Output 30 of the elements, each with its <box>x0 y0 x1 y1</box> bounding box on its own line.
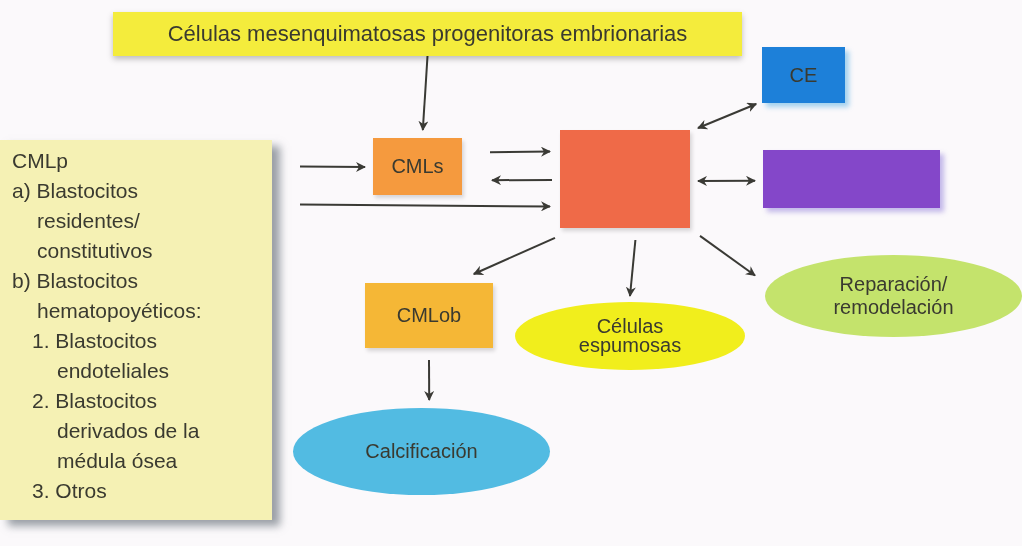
arrow <box>697 175 756 186</box>
arrow <box>418 55 429 131</box>
arrow <box>472 236 556 275</box>
process-box <box>763 150 940 208</box>
title-box <box>113 12 742 56</box>
list-panel <box>0 140 272 520</box>
node-label: CMLs <box>391 155 444 178</box>
list-item: 3. Otros <box>31 478 108 504</box>
process-box <box>762 47 845 103</box>
arrow <box>625 239 637 297</box>
process-box <box>365 283 493 348</box>
arrow <box>424 359 435 401</box>
node-label: Reparación/ remodelación <box>832 273 955 319</box>
node-label: Células espumosas <box>577 317 683 355</box>
arrow <box>697 102 758 130</box>
node-label: Células mesenquimatosas progenitoras embrionarias <box>167 21 688 47</box>
arrow <box>491 175 553 186</box>
arrow <box>489 146 551 157</box>
process-box <box>373 138 462 195</box>
arrow <box>299 162 366 172</box>
process-box <box>560 130 690 228</box>
list-heading: CMLp <box>12 148 69 174</box>
node-label: CE <box>789 63 818 87</box>
list-item: b) Blastocitos hematopoyéticos: <box>12 268 203 324</box>
list-item: 2. Blastocitos derivados de la médula ósea <box>31 388 201 474</box>
list-item: 1. Blastocitos endoteliales <box>31 328 171 384</box>
node-label: CMLob <box>396 304 462 327</box>
node-label: Calcificación <box>365 440 478 463</box>
arrow <box>699 234 756 277</box>
arrow <box>299 201 551 212</box>
